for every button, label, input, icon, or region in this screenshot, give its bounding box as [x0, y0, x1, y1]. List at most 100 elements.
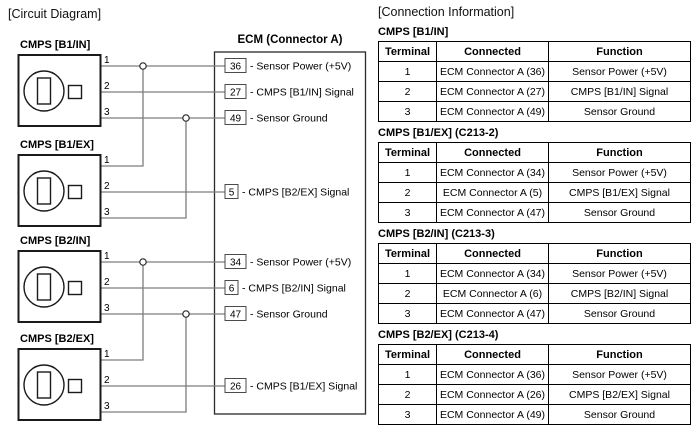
col-header-terminal: Terminal	[378, 344, 437, 365]
cell-connected: ECM Connector A (5)	[436, 182, 549, 203]
sensor-cmps-b2-in: CMPS [B2/IN] 1 2 3	[17, 235, 110, 323]
table-header-row: Terminal Connected Function	[378, 142, 691, 163]
cell-connected: ECM Connector A (47)	[436, 202, 549, 223]
cell-connected: ECM Connector A (34)	[436, 263, 549, 284]
cell-connected: ECM Connector A (49)	[436, 404, 549, 425]
ecm-pin-26: 26 - CMPS [B1/EX] Signal	[224, 378, 357, 393]
pin-number-box	[224, 280, 239, 295]
ecm-pin-5: 5 - CMPS [B2/EX] Signal	[224, 184, 349, 199]
col-header-function: Function	[548, 142, 691, 163]
cell-connected: ECM Connector A (34)	[436, 162, 549, 183]
col-header-terminal: Terminal	[378, 243, 437, 264]
sensor-terminal-pin	[67, 84, 83, 100]
sensor-terminal-pin	[67, 280, 83, 296]
cell-terminal: 2	[378, 283, 437, 304]
connection-info-title: [Connection Information]	[378, 5, 515, 19]
col-header-function: Function	[548, 41, 691, 62]
sensor-key-slot	[36, 77, 52, 105]
sensor-key-slot	[36, 273, 52, 301]
table-row: 3 ECM Connector A (47) Sensor Ground	[378, 303, 691, 324]
sensor-cmps-b2-ex: CMPS [B2/EX] 1 2 3	[17, 333, 110, 421]
sensor-terminal-pin	[67, 184, 83, 200]
table-row: 2 ECM Connector A (26) CMPS [B2/EX] Sign…	[378, 384, 691, 405]
cell-function: CMPS [B1/EX] Signal	[548, 182, 691, 203]
col-header-terminal: Terminal	[378, 41, 437, 62]
cell-connected: ECM Connector A (47)	[436, 303, 549, 324]
pin-number: 1	[104, 155, 110, 166]
cell-connected: ECM Connector A (49)	[436, 101, 549, 122]
connection-table-cmps-b1-in: Terminal Connected Function 1 ECM Connec…	[378, 41, 691, 122]
table-row: 2 ECM Connector A (27) CMPS [B1/IN] Sign…	[378, 81, 691, 102]
sensor-cmps-b1-ex: CMPS [B1/EX] 1 2 3	[17, 139, 110, 227]
sensor-cmps-b1-in: CMPS [B1/IN] 1 2 3	[17, 39, 110, 127]
cell-terminal: 3	[378, 404, 437, 425]
cell-function: Sensor Ground	[548, 202, 691, 223]
ecm-pin-label: - CMPS [B1/EX] Signal	[250, 381, 357, 393]
wiring	[100, 65, 225, 413]
cell-function: Sensor Ground	[548, 303, 691, 324]
pin-number: 2	[104, 375, 110, 386]
cell-function: Sensor Power (+5V)	[548, 162, 691, 183]
cell-terminal: 2	[378, 182, 437, 203]
ecm-pin-number: 5	[229, 188, 235, 199]
pin-number-box	[224, 184, 239, 199]
table-row: 3 ECM Connector A (47) Sensor Ground	[378, 202, 691, 223]
pin-number: 3	[104, 107, 110, 118]
sensor-terminal-pin	[67, 378, 83, 394]
pin-number-box	[224, 306, 247, 321]
cell-function: Sensor Power (+5V)	[548, 364, 691, 385]
sensor-label: CMPS [B2/IN]	[20, 235, 91, 247]
ecm-pin-34: 34 - Sensor Power (+5V)	[224, 254, 351, 269]
col-header-connected: Connected	[436, 344, 549, 365]
pin-number-box	[224, 254, 247, 269]
cell-terminal: 1	[378, 61, 437, 82]
ecm-title: ECM (Connector A)	[238, 34, 343, 46]
ecm-pin-47: 47 - Sensor Ground	[224, 306, 328, 321]
ecm-pin-label: - Sensor Ground	[250, 113, 328, 125]
connection-table-cmps-b1-ex: Terminal Connected Function 1 ECM Connec…	[378, 142, 691, 223]
table-title-cmps-b1-ex: CMPS [B1/EX] (C213-2)	[378, 127, 499, 139]
sensor-key-slot	[36, 177, 52, 205]
ecm-pin-27: 27 - CMPS [B1/IN] Signal	[224, 84, 354, 99]
pin-number-box	[224, 84, 247, 99]
cell-function: Sensor Ground	[548, 404, 691, 425]
ecm-pin-number: 36	[230, 62, 242, 73]
table-row: 3 ECM Connector A (49) Sensor Ground	[378, 101, 691, 122]
pin-number: 3	[104, 303, 110, 314]
ecm-pin-label: - Sensor Power (+5V)	[250, 61, 351, 73]
ecm-pin-label: - Sensor Power (+5V)	[250, 257, 351, 269]
circuit-diagram: ECM (Connector A) CMPS [B1/	[17, 34, 367, 421]
table-title-cmps-b2-ex: CMPS [B2/EX] (C213-4)	[378, 329, 499, 341]
sensor-key-slot	[36, 371, 52, 399]
pin-number: 1	[104, 251, 110, 262]
table-row: 2 ECM Connector A (6) CMPS [B2/IN] Signa…	[378, 283, 691, 304]
table-row: 1 ECM Connector A (34) Sensor Power (+5V…	[378, 162, 691, 183]
table-title-cmps-b2-in: CMPS [B2/IN] (C213-3)	[378, 228, 495, 240]
table-row: 2 ECM Connector A (5) CMPS [B1/EX] Signa…	[378, 182, 691, 203]
ecm-pin-number: 26	[230, 382, 242, 393]
wire-branch-power-b1	[100, 66, 144, 167]
sensor-label: CMPS [B2/EX]	[20, 333, 94, 345]
cell-connected: ECM Connector A (26)	[436, 384, 549, 405]
connection-table-cmps-b2-in: Terminal Connected Function 1 ECM Connec…	[378, 243, 691, 324]
ecm-pin-number: 34	[230, 258, 242, 269]
col-header-connected: Connected	[436, 142, 549, 163]
sensor-label: CMPS [B1/IN]	[20, 39, 91, 51]
ecm-pin-label: - CMPS [B1/IN] Signal	[250, 87, 354, 99]
cell-connected: ECM Connector A (36)	[436, 364, 549, 385]
cell-terminal: 1	[378, 263, 437, 284]
table-row: 1 ECM Connector A (36) Sensor Power (+5V…	[378, 364, 691, 385]
col-header-function: Function	[548, 344, 691, 365]
col-header-terminal: Terminal	[378, 142, 437, 163]
cell-connected: ECM Connector A (36)	[436, 61, 549, 82]
cell-connected: ECM Connector A (6)	[436, 283, 549, 304]
table-row: 1 ECM Connector A (36) Sensor Power (+5V…	[378, 61, 691, 82]
circuit-diagram-title: [Circuit Diagram]	[8, 7, 102, 21]
pin-number: 1	[104, 55, 110, 66]
ecm-pin-label: - CMPS [B2/IN] Signal	[242, 283, 346, 295]
pin-number-box	[224, 58, 247, 73]
wire-branch-ground-b1	[100, 118, 187, 219]
ecm-box-outline	[213, 51, 367, 415]
table-header-row: Terminal Connected Function	[378, 243, 691, 264]
